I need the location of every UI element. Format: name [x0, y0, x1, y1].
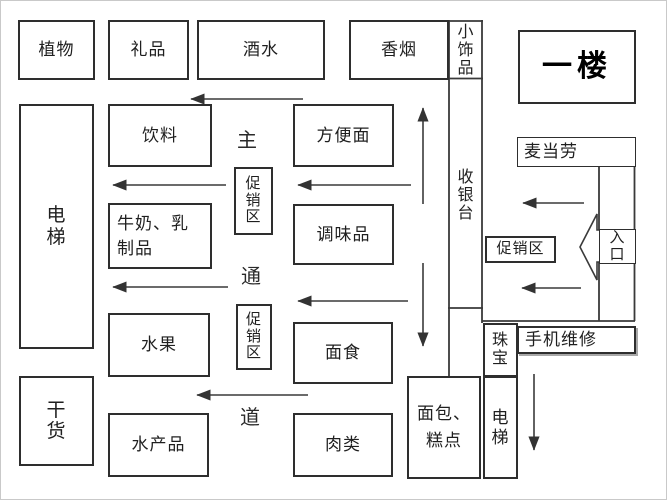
- area-phone-repair-label: 手机维修: [525, 330, 597, 350]
- area-dairy-label: 牛奶、乳制品: [117, 213, 189, 259]
- area-accessories-label: 小饰品: [457, 24, 474, 77]
- area-dry-goods-label: 干货: [46, 399, 67, 442]
- area-noodles-box: 面食: [293, 322, 393, 384]
- area-elevator-right-box: 电梯: [483, 376, 518, 479]
- area-dry-goods-box: 干货: [19, 376, 94, 466]
- area-seafood-box: 水产品: [108, 413, 209, 477]
- area-instant-noodles-box: 方便面: [293, 104, 394, 167]
- area-liquor-box: 酒水: [197, 20, 325, 80]
- area-liquor-label: 酒水: [243, 40, 279, 60]
- promo-zone-entrance-label: 促销区: [496, 241, 545, 258]
- area-meat-box: 肉类: [293, 413, 393, 477]
- area-elevator-left-label: 电梯: [46, 205, 67, 248]
- area-cigarettes-label: 香烟: [381, 40, 417, 60]
- area-fruits-box: 水果: [108, 313, 210, 377]
- promo-zone-lower-label: 促销区: [245, 311, 262, 362]
- area-bakery-label: 面包、糕点: [417, 404, 471, 450]
- area-seafood-label: 水产品: [131, 435, 186, 455]
- area-noodles-label: 面食: [325, 343, 361, 363]
- aisle-char-dao: 道: [240, 407, 260, 429]
- area-dairy-box: 牛奶、乳制品: [108, 203, 212, 269]
- area-bakery-box: 面包、糕点: [407, 376, 481, 479]
- area-beverages-box: 饮料: [108, 104, 212, 167]
- area-cashier-label: 收银台: [457, 169, 474, 222]
- area-meat-label: 肉类: [325, 435, 361, 455]
- area-phone-repair-box: 手机维修: [517, 326, 636, 354]
- aisle-char-tong: 通: [241, 266, 261, 288]
- area-plants-box: 植物: [18, 20, 95, 80]
- area-plants-label: 植物: [38, 40, 75, 60]
- area-seasonings-box: 调味品: [293, 204, 394, 265]
- promo-zone-entrance-box: 促销区: [485, 236, 556, 263]
- area-elevator-left-box: 电梯: [19, 104, 94, 349]
- area-jewelry-label: 珠宝: [491, 332, 509, 367]
- area-mcdonalds-label: 麦当劳: [524, 142, 578, 162]
- promo-zone-upper-label: 促销区: [245, 175, 262, 226]
- area-seasonings-label: 调味品: [316, 224, 371, 244]
- promo-zone-lower-box: 促销区: [236, 304, 272, 370]
- area-cigarettes-box: 香烟: [349, 20, 449, 80]
- entrance-label: 入口: [609, 229, 626, 263]
- promo-zone-upper-box: 促销区: [234, 167, 273, 235]
- area-gifts-box: 礼品: [108, 20, 189, 80]
- aisle-char-zhu: 主: [237, 130, 257, 152]
- area-jewelry-box: 珠宝: [483, 323, 518, 377]
- entrance-box: 入口: [599, 229, 636, 264]
- area-elevator-right-label: 电梯: [491, 408, 510, 447]
- area-fruits-label: 水果: [141, 335, 177, 355]
- floor-badge-box: 一楼: [518, 30, 636, 104]
- area-gifts-label: 礼品: [130, 40, 167, 60]
- area-beverages-label: 饮料: [142, 125, 178, 145]
- area-mcdonalds-box: 麦当劳: [517, 137, 636, 167]
- area-instant-noodles-label: 方便面: [316, 125, 371, 145]
- floor-badge-label: 一楼: [542, 50, 612, 84]
